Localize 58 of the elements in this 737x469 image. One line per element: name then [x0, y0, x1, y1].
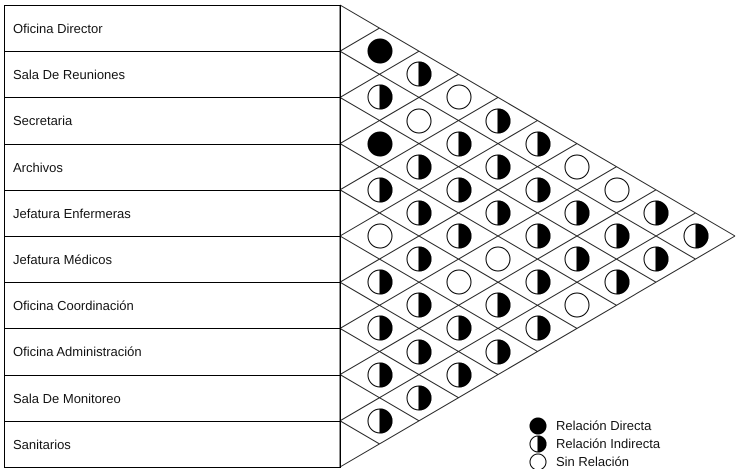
half-filled-circle-icon — [366, 315, 392, 342]
empty-circle-icon — [604, 176, 630, 203]
half-filled-circle-icon — [366, 269, 392, 296]
room-row: Oficina Administración — [4, 328, 341, 376]
room-row: Oficina Director — [4, 5, 341, 52]
half-filled-circle-icon — [485, 200, 511, 226]
filled-circle-icon — [366, 38, 392, 64]
half-filled-circle-icon — [406, 200, 432, 226]
filled-circle-icon — [366, 130, 392, 157]
half-filled-circle-icon — [682, 223, 708, 249]
half-filled-circle-icon — [446, 362, 472, 388]
empty-circle-icon — [485, 246, 511, 272]
half-filled-circle-icon — [366, 362, 392, 388]
half-filled-circle-icon — [366, 176, 392, 203]
room-row: Oficina Coordinación — [4, 282, 341, 330]
empty-circle-icon — [446, 84, 472, 110]
half-filled-circle-icon — [524, 176, 550, 203]
half-filled-circle-icon — [524, 269, 550, 296]
room-row: Archivos — [4, 144, 341, 191]
empty-circle-icon — [366, 223, 392, 249]
half-filled-circle-icon — [524, 223, 550, 249]
half-filled-circle-icon — [643, 200, 669, 226]
empty-circle-icon — [564, 292, 590, 318]
legend-label: Relación Directa — [556, 418, 652, 433]
legend-label: Sin Relación — [556, 454, 629, 469]
room-row: Sanitarios — [4, 420, 341, 468]
half-filled-circle-icon — [524, 315, 550, 342]
half-filled-circle-icon — [524, 130, 550, 157]
half-filled-circle-icon — [406, 338, 432, 364]
half-filled-circle-icon — [406, 384, 432, 411]
half-filled-circle-icon — [366, 408, 392, 434]
half-filled-circle-icon — [446, 315, 472, 342]
half-filled-circle-icon — [604, 269, 630, 296]
half-filled-circle-icon — [485, 108, 511, 134]
half-filled-circle-icon — [366, 84, 392, 110]
half-filled-circle-icon — [485, 338, 511, 364]
half-filled-circle-icon — [406, 61, 432, 88]
half-filled-circle-icon — [564, 200, 590, 226]
half-filled-circle-icon — [406, 154, 432, 180]
half-filled-circle-icon — [446, 130, 472, 157]
empty-circle-icon — [564, 154, 590, 180]
half-filled-circle-icon — [406, 292, 432, 318]
empty-circle-icon — [406, 108, 432, 134]
room-row: Secretaria — [4, 97, 341, 145]
half-filled-circle-icon — [406, 246, 432, 272]
room-row: Jefatura Médicos — [4, 236, 341, 284]
half-filled-circle-icon — [604, 223, 630, 249]
half-filled-circle-icon — [564, 246, 590, 272]
room-row: Sala De Monitoreo — [4, 374, 341, 422]
half-filled-circle-icon — [643, 246, 669, 272]
half-filled-circle-icon — [446, 176, 472, 203]
legend-label: Relación Indirecta — [556, 436, 660, 451]
room-row: Jefatura Enfermeras — [4, 190, 341, 237]
empty-circle-icon — [446, 269, 472, 296]
half-filled-circle-icon — [485, 154, 511, 180]
half-filled-circle-icon — [446, 223, 472, 249]
room-row: Sala De Reuniones — [4, 51, 341, 98]
half-filled-circle-icon — [485, 292, 511, 318]
